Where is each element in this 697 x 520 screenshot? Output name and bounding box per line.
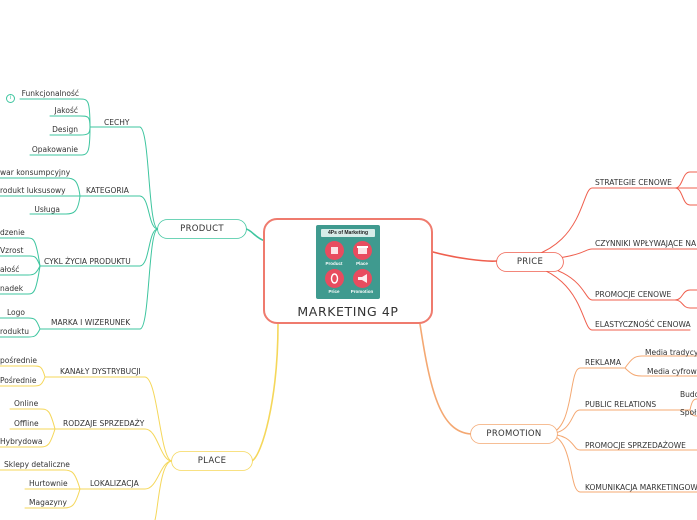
strategie-cenowe-node[interactable]: STRATEGIE CENOWE — [595, 178, 672, 187]
info-icon[interactable]: i — [6, 94, 15, 103]
leaf-usluga[interactable]: Usługa — [34, 205, 60, 214]
public-relations-node[interactable]: PUBLIC RELATIONS — [585, 400, 657, 409]
leaf-media-cyfrowe[interactable]: Media cyfrowe — [647, 367, 697, 376]
logo-price: Price — [321, 269, 347, 294]
leaf-opakowanie[interactable]: Opakowanie — [31, 145, 78, 154]
leaf-spadek[interactable]: nadek — [0, 284, 24, 293]
leaf-sklepy-detaliczne[interactable]: Sklepy detaliczne — [4, 460, 70, 469]
lokalizacja-node[interactable]: LOKALIZACJA — [90, 479, 139, 488]
product-node[interactable]: PRODUCT — [158, 220, 246, 238]
leaf-budowanie[interactable]: Budo — [680, 390, 697, 399]
cykl-zycia-node[interactable]: CYKL ŻYCIA PRODUKTU — [44, 257, 131, 266]
leaf-wprowadzenie[interactable]: dzenie — [0, 228, 25, 237]
kategoria-node[interactable]: KATEGORIA — [86, 186, 129, 195]
place-node[interactable]: PLACE — [172, 452, 252, 470]
promocje-cenowe-node[interactable]: PROMOCJE CENOWE — [595, 290, 672, 299]
logo-banner: 4Ps of Marketing — [321, 229, 375, 237]
central-title: MARKETING 4P — [297, 304, 399, 319]
megaphone-icon — [352, 269, 372, 288]
marka-node[interactable]: MARKA I WIZERUNEK — [51, 318, 131, 327]
promocje-sprzedazowe-node[interactable]: PROMOCJE SPRZEDAŻOWE — [585, 441, 686, 450]
leaf-logo[interactable]: Logo — [7, 308, 25, 317]
leaf-media-tradycyjne[interactable]: Media tradycyj — [645, 348, 697, 357]
leaf-wzrost[interactable]: Vzrost — [0, 246, 24, 255]
leaf-jakosc[interactable]: Jakość — [54, 106, 78, 115]
komunikacja-node[interactable]: KOMUNIKACJA MARKETINGOWA — [585, 483, 697, 492]
price-tag-icon — [324, 269, 344, 288]
box-icon — [324, 241, 344, 260]
connector-central-product — [245, 228, 266, 242]
leaf-hurtownie[interactable]: Hurtownie — [29, 479, 68, 488]
leaf-dojrzalosc[interactable]: ałość — [0, 265, 20, 274]
kanaly-node[interactable]: KANAŁY DYSTRYBUCJI — [60, 367, 141, 376]
connector-central-place — [251, 323, 279, 462]
logo-product: Product — [321, 241, 347, 266]
leaf-posrednie[interactable]: Pośrednie — [0, 376, 37, 385]
connector-central-promotion — [419, 323, 472, 435]
leaf-hybrydowa[interactable]: Hybrydowa — [0, 437, 43, 446]
czynniki-node[interactable]: CZYNNIKI WPŁYWAJĄCE NA — [595, 239, 697, 248]
cechy-node[interactable]: CECHY — [104, 118, 130, 127]
leaf-bezposrednie[interactable]: pośrednie — [0, 356, 38, 365]
logo-promotion: Promotion — [349, 269, 375, 294]
leaf-online[interactable]: Online — [14, 399, 39, 408]
leaf-offline[interactable]: Offline — [14, 419, 39, 428]
rodzaje-node[interactable]: RODZAJE SPRZEDAŻY — [63, 419, 145, 428]
price-node[interactable]: PRICE — [497, 253, 563, 271]
central-node[interactable]: 4Ps of Marketing Product Place Price Pro… — [263, 218, 433, 324]
leaf-design[interactable]: Design — [52, 125, 78, 134]
store-icon — [352, 241, 372, 260]
leaf-spolecznosc[interactable]: Społ — [680, 408, 697, 417]
elastycznosc-node[interactable]: ELASTYCZNOŚĆ CENOWA — [595, 320, 691, 329]
logo-place: Place — [349, 241, 375, 266]
leaf-funkcjonalnosc[interactable]: Funkcjonalność — [21, 89, 79, 98]
reklama-node[interactable]: REKLAMA — [585, 358, 621, 367]
leaf-magazyny[interactable]: Magazyny — [29, 498, 67, 507]
promotion-node[interactable]: PROMOTION — [471, 425, 557, 443]
leaf-produkt-luksusowy[interactable]: rodukt luksusowy — [0, 186, 66, 195]
leaf-wizerunek-produktu[interactable]: roduktu — [0, 327, 30, 336]
connector-central-price — [432, 251, 498, 262]
leaf-towar-konsumpcyjny[interactable]: war konsumpcyjny — [0, 168, 71, 177]
4ps-logo-image: 4Ps of Marketing Product Place Price Pro… — [316, 225, 380, 299]
